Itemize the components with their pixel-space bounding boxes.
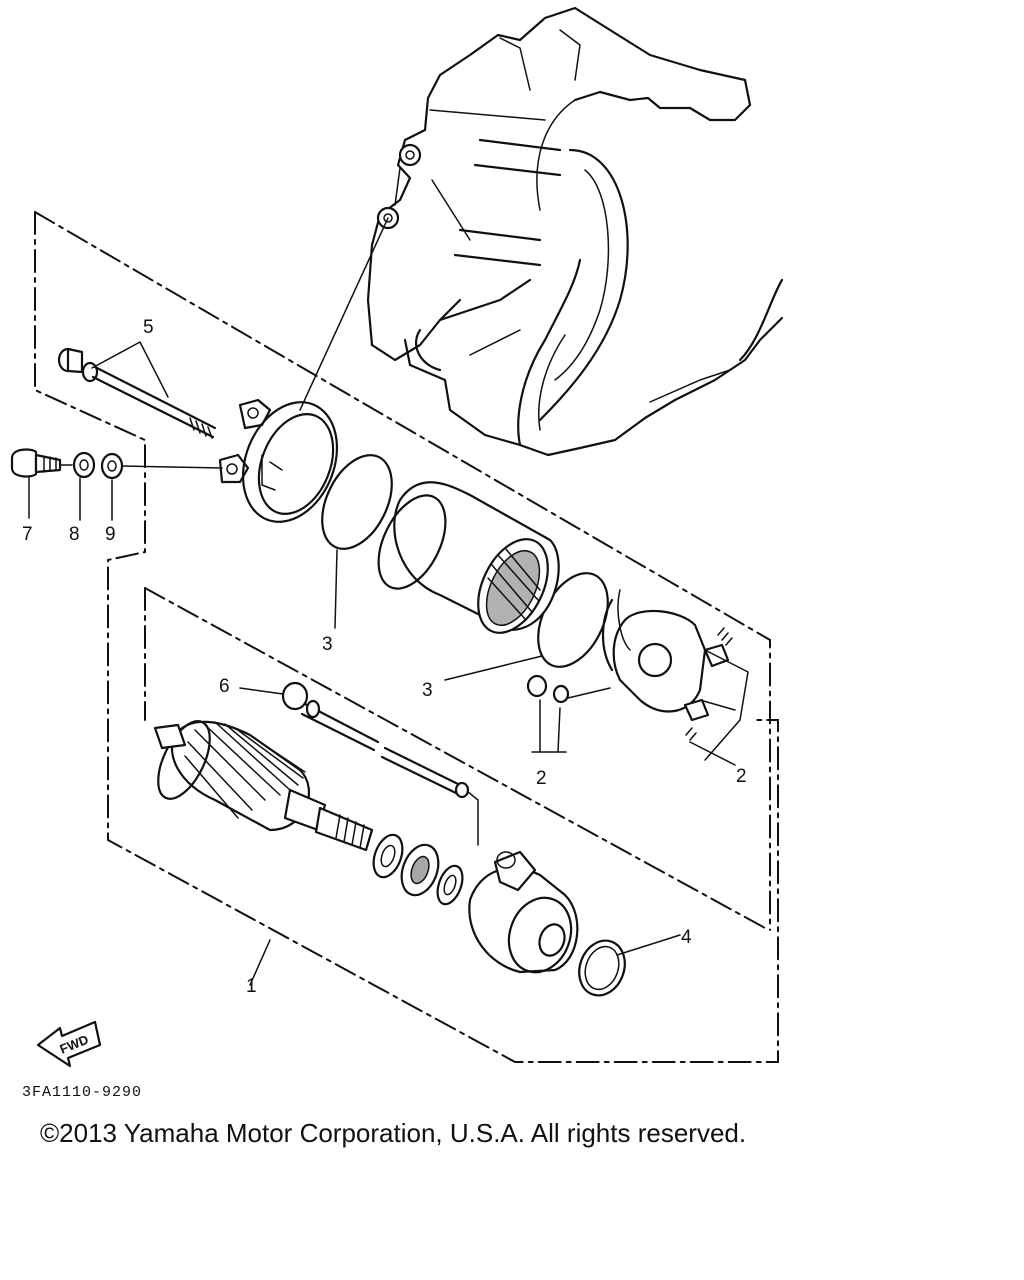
screw-part-2: [526, 674, 736, 766]
callout-1: 1: [246, 976, 257, 997]
diagram-reference-code: 3FA1110-9290: [22, 1084, 143, 1101]
callout-3-rear-o-ring: 3: [422, 680, 433, 701]
crankcase-outline: [366, 6, 784, 457]
callout-3-front-o-ring: 3: [322, 634, 333, 655]
o-ring-part-3-front: [321, 454, 393, 550]
rear-end-cover: [468, 850, 579, 974]
mount-bolt-part-7: [10, 448, 62, 478]
assembly-boundary-lines: [34, 211, 779, 1063]
armature: [153, 720, 374, 852]
callout-2-brushes: 2: [736, 766, 747, 787]
callout-4: 4: [681, 927, 692, 948]
o-ring-part-4: [578, 939, 626, 997]
bolt-assembly-leader: [59, 464, 223, 469]
through-bolt-part-5: [57, 347, 217, 439]
bearing-set: [372, 833, 464, 906]
terminal-bolt-part-6: [281, 681, 479, 846]
fwd-arrow-icon: FWD: [36, 1020, 102, 1068]
callout-leaders: [28, 341, 681, 986]
copyright-notice: ©2013 Yamaha Motor Corporation, U.S.A. A…: [40, 1118, 747, 1148]
callout-7: 7: [22, 524, 33, 545]
plain-washer-part-9: [100, 452, 124, 480]
yoke-housing: [377, 481, 560, 634]
callout-8: 8: [69, 524, 80, 545]
callout-2-screws: 2: [536, 768, 547, 789]
front-bracket: [218, 217, 389, 523]
callout-6: 6: [219, 676, 230, 697]
brush-holder-plate: [602, 589, 749, 761]
lock-washer-part-8: [72, 451, 96, 479]
callout-5: 5: [143, 317, 154, 338]
starter-motor-exploded-diagram: 5 7 8 9 3 3 6 2 2 4 1 FWD: [10, 6, 784, 1068]
callout-9: 9: [105, 524, 116, 545]
